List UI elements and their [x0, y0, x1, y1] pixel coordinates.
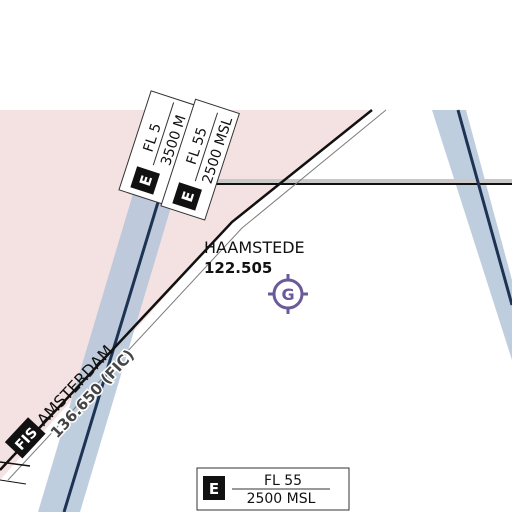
airport-frequency: 122.505 — [204, 259, 272, 277]
airspace-box-3: E FL 55 2500 MSL — [196, 467, 350, 511]
airport-name: HAAMSTEDE — [204, 238, 305, 257]
airspace-class-badge — [130, 166, 160, 195]
fis-tag — [4, 417, 46, 459]
restricted-airspace-area — [0, 110, 372, 480]
boundary-segment — [0, 461, 31, 467]
airspace-box-1: E FL 5 3500 M — [118, 90, 196, 205]
fir-boundary-line — [0, 109, 373, 471]
airway-corridor-right — [432, 110, 512, 360]
airspace-class-letter: E — [209, 480, 219, 498]
boundary-segment-2 — [0, 479, 27, 485]
airport-gliding-icon: G — [268, 274, 308, 314]
airspace-class-badge — [172, 182, 202, 211]
airspace-lower-limit: 2500 MSL — [247, 491, 316, 507]
airway-route-line-right — [456, 109, 512, 306]
airport-symbol-letter: G — [281, 285, 294, 304]
airway-corridor-left — [38, 110, 200, 512]
airspace-class-badge — [203, 476, 225, 500]
fir-boundary-line-thin — [7, 109, 387, 481]
airspace-upper-limit: FL 55 — [264, 473, 302, 489]
